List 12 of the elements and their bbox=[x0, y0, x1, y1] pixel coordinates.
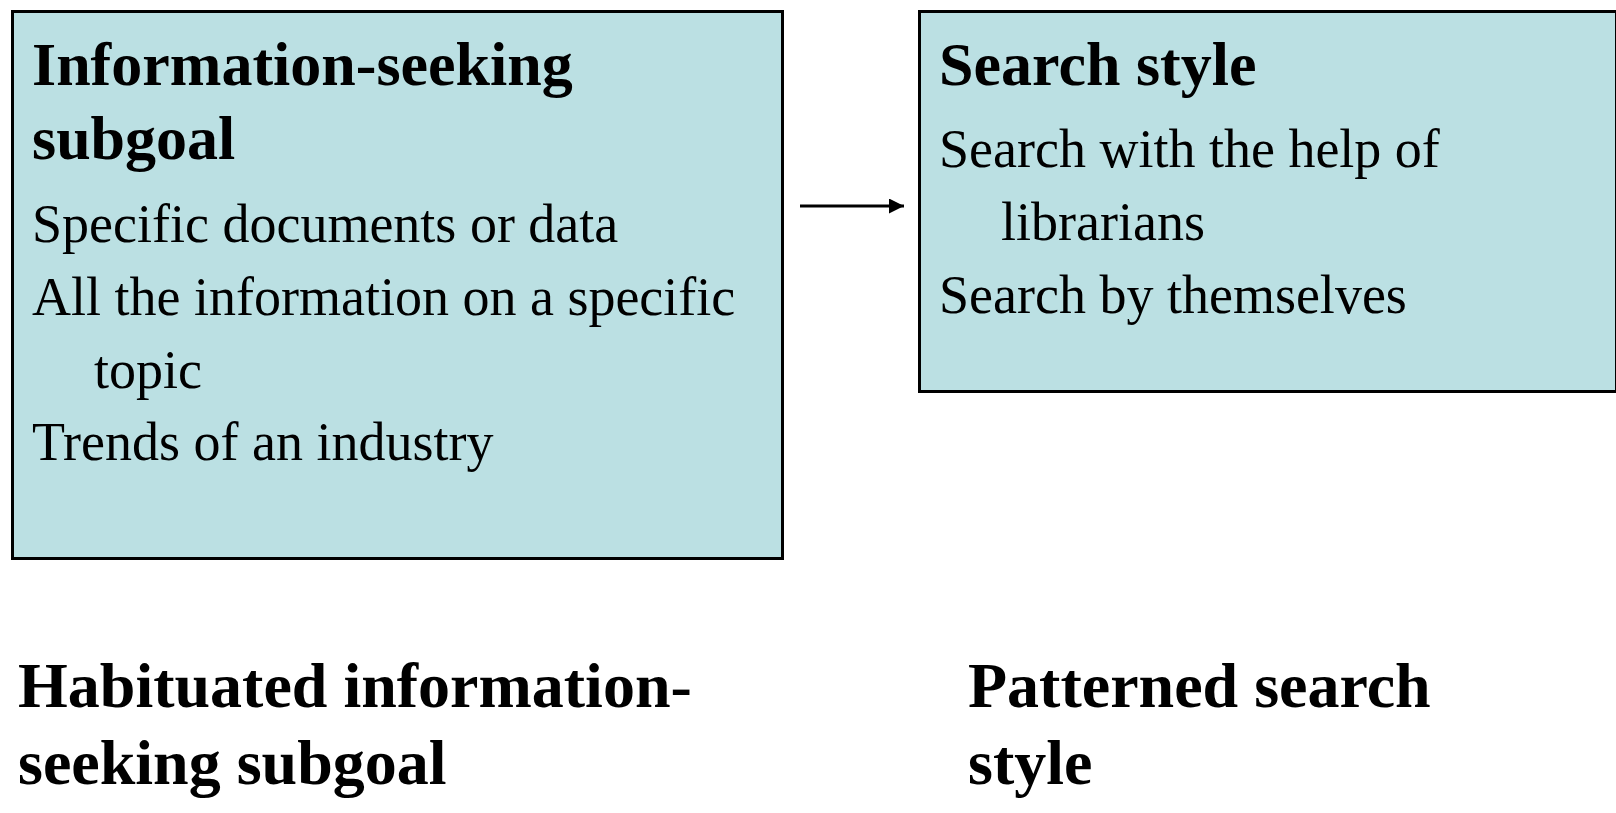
text-box bbox=[11, 10, 784, 560]
caption-text: Habituated information-seeking subgoal bbox=[18, 649, 693, 800]
box-heading: Information-seeking subgoal bbox=[32, 29, 574, 175]
list-item: Specific documents or data bbox=[32, 192, 620, 256]
arrow bbox=[800, 198, 904, 214]
list-item: Search with the help of librarians bbox=[939, 118, 1441, 255]
list-item: Search by themselves bbox=[939, 264, 1408, 328]
list-item: All the information on a specific topic bbox=[32, 265, 737, 402]
box-heading: Search style bbox=[939, 29, 1258, 100]
text-box bbox=[918, 10, 1616, 393]
caption-text: Patterned search style bbox=[968, 649, 1432, 800]
list-item: Trends of an industry bbox=[32, 411, 495, 475]
